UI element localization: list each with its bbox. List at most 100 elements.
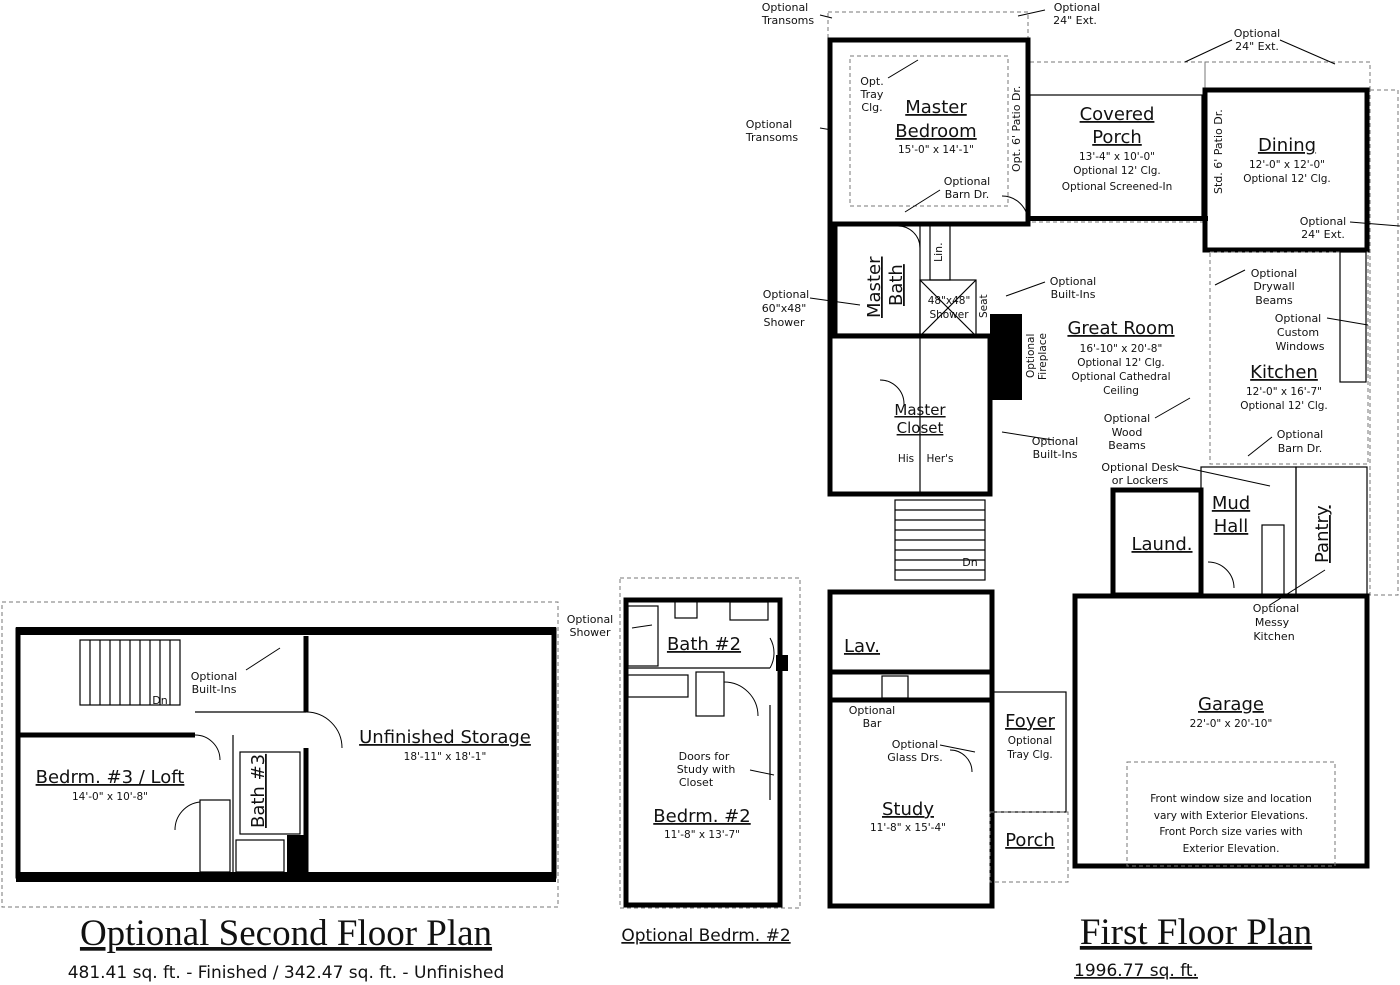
stairs-down-label: Dn	[962, 556, 977, 569]
barn-door-label-2: Barn Dr.	[945, 188, 990, 201]
covered-porch-dims: 13'-4" x 10'-0"	[1079, 151, 1155, 163]
storage-dims: 18'-11" x 18'-1"	[404, 751, 487, 763]
std-patio-door-label: Std. 6' Patio Dr.	[1212, 109, 1225, 194]
kitchen-dims: 12'-0" x 16'-7"	[1246, 386, 1322, 398]
master-closet-name-2: Closet	[897, 419, 944, 437]
custom-windows-label: Optional	[1275, 312, 1322, 325]
opt-24ext-top-2: 24" Ext.	[1053, 14, 1097, 27]
garage-name: Garage	[1198, 694, 1264, 715]
bedroom3-dims: 14'-0" x 10'-8"	[72, 791, 148, 803]
glass-doors-label: Optional	[892, 738, 939, 751]
second-floor-area: 481.41 sq. ft. - Finished / 342.47 sq. f…	[68, 963, 505, 983]
dining-dims: 12'-0" x 12'-0"	[1249, 159, 1325, 171]
doors-for-study-label: Doors for	[679, 750, 730, 763]
master-bedroom-dims: 15'-0" x 14'-1"	[898, 144, 974, 156]
covered-porch-name-2: Porch	[1092, 127, 1142, 148]
opt-24ext-kitchen-2: 24" Ext.	[1301, 228, 1345, 241]
first-floor-area: 1996.77 sq. ft.	[1074, 961, 1198, 981]
opt-24ext-dining: Optional	[1234, 27, 1281, 40]
garage-dims: 22'-0" x 20'-10"	[1190, 718, 1273, 730]
optional-bedroom-plan	[619, 577, 801, 909]
drywall-beams-label-3: Beams	[1255, 294, 1293, 307]
great-room-ceiling: Optional 12' Clg.	[1077, 357, 1165, 369]
messy-kitchen-label-2: Messy	[1255, 616, 1290, 629]
master-bath-name-2: Bath	[886, 264, 907, 306]
foyer-name: Foyer	[1005, 711, 1055, 732]
dining-name: Dining	[1258, 135, 1316, 156]
second-floor-builtins-label-2: Built-Ins	[192, 683, 237, 696]
covered-porch-screened: Optional Screened-In	[1062, 181, 1173, 193]
kitchen-name: Kitchen	[1250, 362, 1318, 383]
bath2-name: Bath #2	[667, 634, 741, 655]
second-floor-plan	[1, 601, 559, 908]
opt-patio-door-label: Opt. 6' Patio Dr.	[1010, 86, 1023, 172]
wood-beams-label: Optional	[1104, 412, 1151, 425]
garage-note-3: Front Porch size varies with	[1159, 826, 1302, 838]
tray-ceiling-label: Opt.	[860, 75, 883, 88]
opt-transoms-top-2: Transoms	[761, 14, 815, 27]
dining-ceiling: Optional 12' Clg.	[1243, 173, 1331, 185]
great-room-dims: 16'-10" x 20'-8"	[1080, 343, 1163, 355]
mud-hall-name: Mud	[1212, 493, 1250, 514]
master-bath-name: Master	[864, 256, 885, 318]
optional-bar-label: Optional	[849, 704, 896, 717]
shower-48-label-2: Shower	[929, 309, 969, 321]
shower-seat-label: Seat	[978, 294, 990, 318]
custom-windows-label-2: Custom	[1277, 326, 1319, 339]
study-name: Study	[882, 799, 934, 820]
garage-note-2: vary with Exterior Elevations.	[1154, 810, 1308, 822]
foyer-note-2: Tray Clg.	[1006, 749, 1052, 761]
foyer-note: Optional	[1008, 735, 1052, 747]
study-dims: 11'-8" x 15'-4"	[870, 822, 946, 834]
custom-windows-label-3: Windows	[1275, 340, 1324, 353]
messy-kitchen-label: Optional	[1253, 602, 1300, 615]
bedroom2-name: Bedrm. #2	[653, 806, 750, 827]
second-floor-builtins-label: Optional	[191, 670, 238, 683]
covered-porch-ceiling: Optional 12' Clg.	[1073, 165, 1161, 177]
built-ins-label-lower: Optional	[1032, 435, 1079, 448]
second-floor-title: Optional Second Floor Plan	[80, 913, 492, 954]
first-floor-stairs	[894, 499, 986, 581]
fireplace-label-2: Fireplace	[1037, 333, 1049, 380]
built-ins-label-lower-2: Built-Ins	[1033, 448, 1078, 461]
opt-shower-60-label: Optional	[763, 288, 810, 301]
opt-shower-60-label-2: 60"x48"	[762, 302, 807, 315]
built-ins-label: Optional	[1050, 275, 1097, 288]
kitchen-barn-door-label-2: Barn Dr.	[1278, 442, 1323, 455]
opt-transoms-side: Optional	[746, 118, 793, 131]
tray-ceiling-label-3: Clg.	[861, 101, 882, 114]
closet-hers: Her's	[926, 453, 953, 465]
fireplace-label: Optional	[1025, 334, 1037, 378]
glass-doors-label-2: Glass Drs.	[887, 751, 943, 764]
master-bedroom-name: Master	[905, 97, 967, 118]
second-floor-stairs	[79, 639, 181, 706]
bedroom2-dims: 11'-8" x 13'-7"	[664, 829, 740, 841]
wood-beams-label-3: Beams	[1108, 439, 1146, 452]
first-floor-plan	[809, 9, 1400, 909]
lav-name: Lav.	[844, 636, 880, 657]
drywall-beams-label: Optional	[1251, 267, 1298, 280]
drywall-beams-label-2: Drywall	[1253, 280, 1294, 293]
bath3-name: Bath #3	[248, 754, 269, 828]
wood-beams-label-2: Wood	[1112, 426, 1143, 439]
garage-note-1: Front window size and location	[1150, 793, 1312, 805]
opt-24ext-top: Optional	[1054, 1, 1101, 14]
covered-porch-name: Covered	[1080, 104, 1155, 125]
great-room-cathedral-2: Ceiling	[1103, 385, 1139, 397]
optional-shower-label: Optional	[567, 613, 614, 626]
garage-note-4: Exterior Elevation.	[1183, 843, 1280, 855]
laundry-name: Laund.	[1131, 534, 1192, 555]
opt-24ext-dining-2: 24" Ext.	[1235, 40, 1279, 53]
shower-48-label: 48"x48"	[928, 295, 971, 307]
bedroom3-name: Bedrm. #3 / Loft	[36, 767, 185, 788]
closet-his: His	[898, 453, 914, 465]
optional-shower-label-2: Shower	[570, 626, 611, 639]
master-bedroom-name-2: Bedroom	[895, 121, 976, 142]
mud-hall-name-2: Hall	[1214, 516, 1249, 537]
great-room-name: Great Room	[1067, 318, 1174, 339]
great-room-cathedral: Optional Cathedral	[1071, 371, 1170, 383]
master-closet-name: Master	[894, 401, 946, 419]
messy-kitchen-label-3: Kitchen	[1253, 630, 1294, 643]
kitchen-barn-door-label: Optional	[1277, 428, 1324, 441]
